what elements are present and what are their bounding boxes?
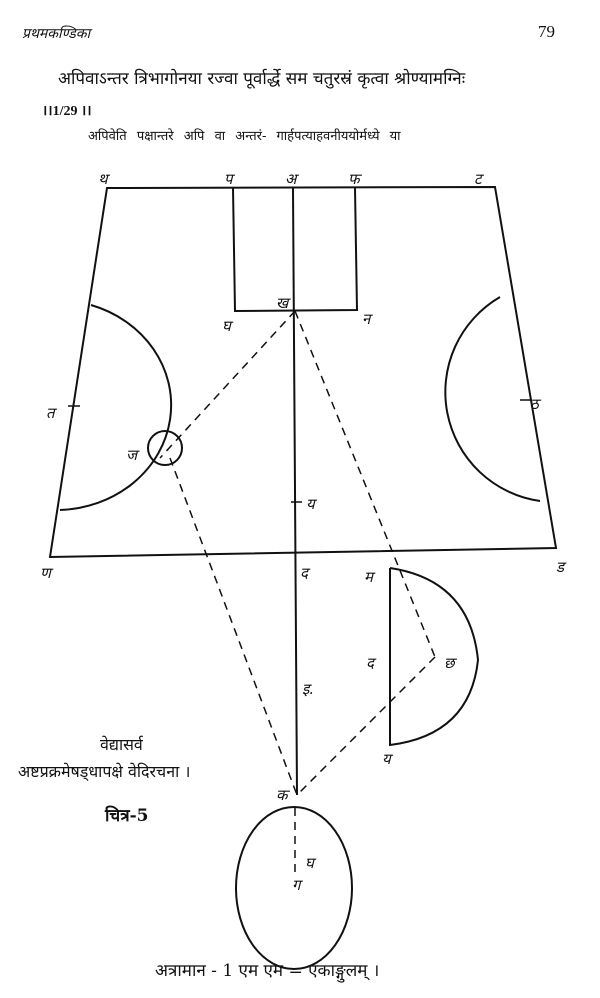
label-tha-right: ठ (530, 395, 542, 413)
label-na-bl: ण (40, 564, 54, 582)
label-ya-mid: य (306, 495, 318, 513)
label-ja: ज (126, 446, 140, 464)
label-ta-left: त (46, 404, 58, 422)
sutra-number: ।।1/29 ।। (42, 104, 92, 119)
label-ya-half: य (382, 750, 394, 768)
label-chha: छ (444, 654, 458, 672)
label-ta-top: ट (474, 170, 485, 188)
center-line (292, 187, 298, 796)
label-ka: क (276, 786, 291, 804)
dashed-line (296, 656, 436, 796)
label-da-br: ड (556, 558, 567, 576)
label-na: न (362, 310, 373, 328)
dashed-line (294, 310, 436, 658)
left-semicircle (59, 304, 173, 511)
sutra-text: अपिवाऽन्तर त्रिभागोनया रज्वा पूर्वार्द्ध… (58, 69, 466, 89)
label-gha-bottom: घ (305, 854, 317, 872)
figure-number: चित्र-5 (105, 806, 149, 826)
trapezoid-vedi (48, 185, 558, 559)
commentary-text: अपिवेति पक्षान्तरे अपि वा अन्तरं- गार्हप… (88, 129, 401, 144)
scale-note: अत्रामान - 1 एम एम = एकाङ्गुलम् । (155, 961, 380, 981)
bottom-circle (235, 806, 353, 970)
label-ma: म (364, 568, 376, 586)
right-semicircle (444, 296, 541, 502)
figure-caption-line1: वेद्यासर्व (100, 735, 143, 754)
label-kha: ख (276, 294, 291, 312)
label-gha-top: घ (222, 317, 234, 335)
label-da-half: द (366, 654, 377, 672)
figure-caption-line2: अष्टप्रक्रमेषड्धापक्षे वेदिरचना । (18, 762, 191, 781)
inner-rectangle (232, 187, 359, 313)
dashed-line (159, 310, 296, 459)
half-disc (389, 567, 480, 747)
label-a: अ (285, 170, 300, 188)
small-circle-ja (147, 430, 183, 466)
label-da-mid: द (300, 564, 311, 582)
label-pha: फ (348, 170, 363, 188)
label-tha: थ (98, 170, 111, 188)
running-title: प्रथमकण्डिका (22, 26, 91, 42)
label-ga: ग (292, 876, 303, 894)
page-number: 79 (538, 22, 555, 41)
dashed-line (169, 457, 298, 796)
label-pa: प (224, 170, 236, 188)
label-i: इ. (302, 680, 314, 698)
